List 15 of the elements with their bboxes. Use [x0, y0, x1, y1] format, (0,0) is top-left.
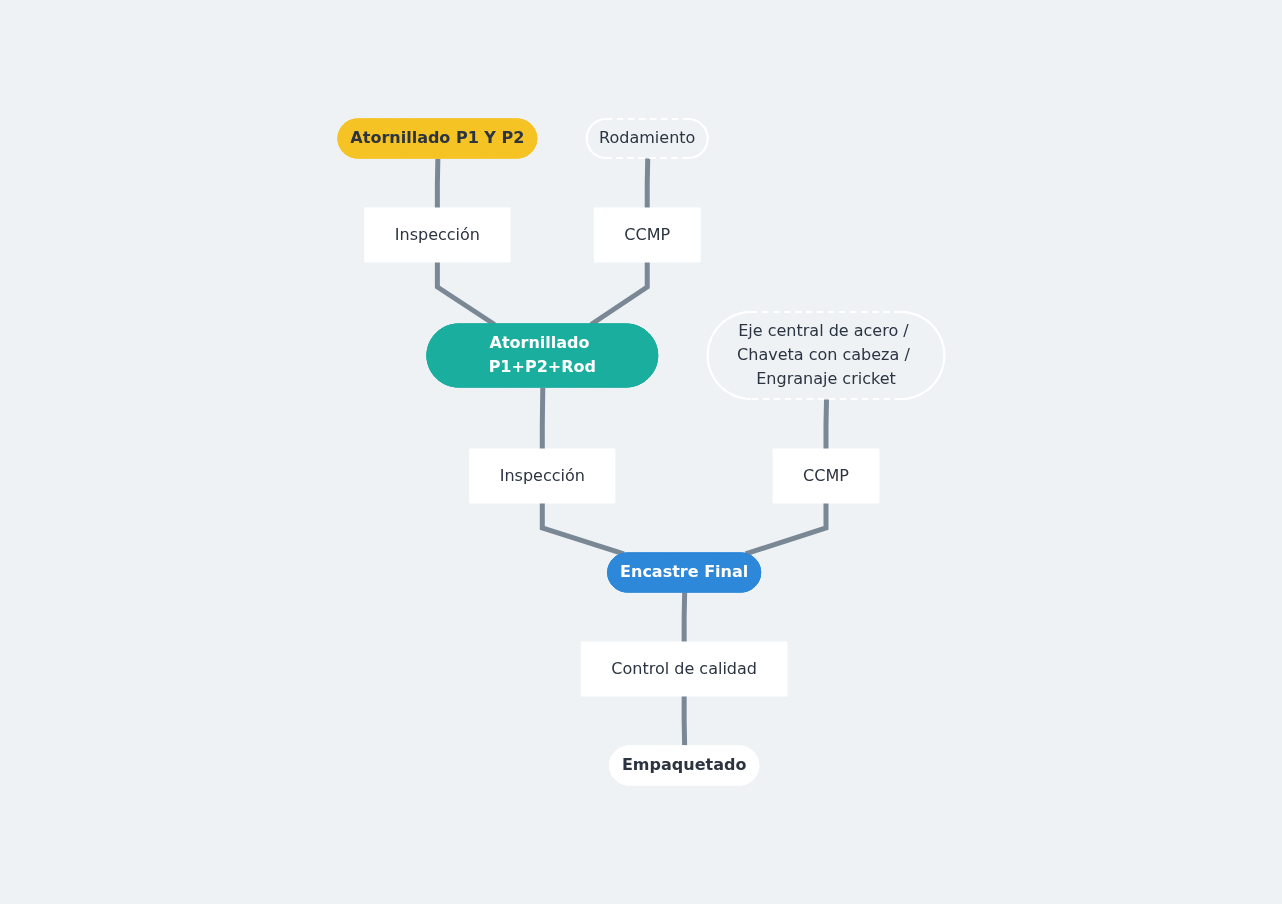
node-box: Inspección	[469, 448, 616, 504]
connector	[823, 399, 829, 449]
node-text: Eje central de acero / Chaveta con cabeza / Engranaje cricket	[736, 321, 910, 389]
connector	[681, 592, 687, 642]
connector	[434, 158, 441, 208]
connector	[539, 387, 546, 449]
node-box: CCMP	[593, 207, 701, 263]
node-box: Inspección	[364, 207, 511, 263]
connector	[744, 503, 829, 557]
connector	[681, 696, 687, 747]
connector	[644, 158, 651, 208]
node-box: Control de calidad	[580, 641, 788, 697]
node-text: Rodamiento	[598, 128, 696, 148]
node-box: CCMP	[772, 448, 880, 504]
connector	[539, 503, 625, 557]
